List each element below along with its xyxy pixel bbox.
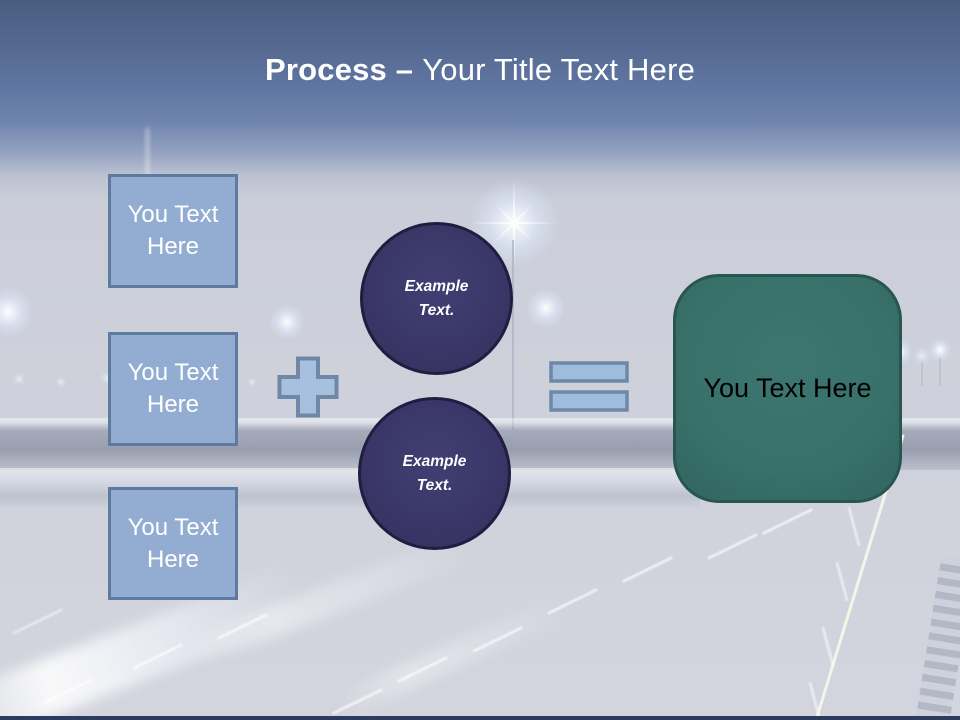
streetlight-pole: [512, 240, 514, 430]
input-box-label: You Text Here: [127, 513, 219, 573]
input-box-2[interactable]: You Text Here: [108, 332, 238, 446]
highway-guardrail: [0, 468, 700, 508]
city-light: [12, 372, 26, 386]
streetlight-glow: [912, 346, 932, 366]
example-circle-1[interactable]: Example Text.: [360, 222, 513, 375]
lane-marking: [847, 506, 861, 547]
slide-title[interactable]: Process –Your Title Text Here: [0, 52, 960, 88]
equals-icon: [549, 361, 629, 412]
streetlight-pole: [921, 362, 923, 386]
example-circle-2[interactable]: Example Text.: [358, 397, 511, 550]
light-pole-beam: [146, 128, 149, 180]
streetlight-glow: [928, 338, 952, 362]
input-box-label: You Text Here: [127, 359, 219, 418]
lane-marking: [762, 508, 813, 535]
input-box-1[interactable]: You Text Here: [108, 174, 238, 288]
lane-marking: [707, 533, 758, 560]
result-box[interactable]: You Text Here: [673, 274, 902, 503]
lane-marking: [835, 561, 849, 602]
result-box-label: You Text Here: [703, 373, 872, 403]
plus-operator[interactable]: [277, 356, 339, 418]
light-trail: [330, 590, 580, 720]
input-box-label: You Text Here: [127, 201, 219, 260]
streetlight-pole: [939, 358, 941, 386]
sky-gradient: [0, 0, 960, 200]
bottom-edge-line: [0, 716, 960, 720]
title-text: Your Title Text Here: [422, 52, 696, 87]
streetlight-glow: [0, 286, 34, 338]
input-box-3[interactable]: You Text Here: [108, 487, 238, 600]
example-circle-label: Example Text.: [404, 278, 469, 319]
city-light: [247, 377, 257, 387]
barrier-wall: [915, 556, 960, 720]
equals-operator[interactable]: [549, 361, 629, 413]
lane-marking: [12, 608, 63, 635]
city-light: [55, 376, 67, 388]
title-emphasis: Process –: [264, 52, 414, 87]
streetlight-glow: [526, 288, 566, 328]
streetlight-glow: [269, 304, 305, 340]
lane-marking: [622, 556, 673, 583]
plus-icon: [277, 356, 339, 418]
example-circle-label: Example Text.: [402, 453, 467, 494]
